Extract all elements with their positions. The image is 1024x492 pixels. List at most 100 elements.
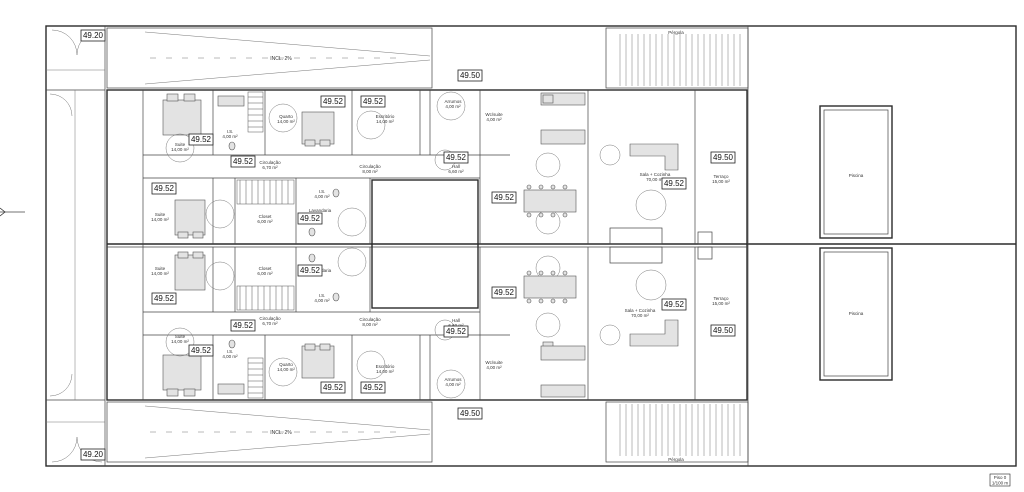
room-area: 8,00 m² bbox=[362, 322, 378, 327]
level-tag: 49.52 bbox=[443, 151, 469, 164]
level-tag: 49.52 bbox=[320, 95, 346, 108]
room-area: 14,00 m² bbox=[171, 147, 189, 152]
kitchen-lower bbox=[523, 270, 679, 398]
inner-patio bbox=[371, 179, 479, 309]
room-label: Sala + Cozinha bbox=[640, 172, 671, 177]
svg-text:49.52: 49.52 bbox=[446, 153, 467, 162]
svg-text:49.20: 49.20 bbox=[83, 31, 104, 40]
room-label: I.S. bbox=[227, 129, 234, 134]
svg-text:49.52: 49.52 bbox=[363, 97, 384, 106]
level-tag: 49.52 bbox=[230, 155, 256, 168]
svg-text:49.52: 49.52 bbox=[494, 288, 515, 297]
room-label: I.S. bbox=[319, 293, 326, 298]
svg-text:49.52: 49.52 bbox=[446, 327, 467, 336]
svg-text:49.52: 49.52 bbox=[664, 300, 685, 309]
room-area: 14,00 m² bbox=[277, 367, 295, 372]
level-tag: 49.50 bbox=[457, 407, 483, 420]
pool-label-lower: Piscina bbox=[849, 311, 864, 316]
walls-lower bbox=[143, 247, 696, 400]
level-tag: 49.52 bbox=[151, 182, 177, 195]
room-label: Circulação bbox=[359, 317, 381, 322]
walls-upper bbox=[143, 90, 696, 244]
room-label: Wc/suite bbox=[485, 360, 503, 365]
pergola-bottom bbox=[605, 401, 749, 463]
bed-lower-1 bbox=[162, 354, 202, 397]
room-area: 6,60 m² bbox=[448, 169, 464, 174]
level-tag: 49.50 bbox=[457, 69, 483, 82]
level-tag: 49.50 bbox=[710, 151, 736, 164]
wardrobe-lower bbox=[236, 285, 295, 311]
room-area: 14,00 m² bbox=[376, 119, 394, 124]
pergola-label-top: Pérgola bbox=[668, 30, 684, 35]
room-area: 4,00 m² bbox=[222, 134, 238, 139]
level-tag: 49.52 bbox=[297, 212, 323, 225]
room-label: Hall bbox=[452, 164, 460, 169]
room-area: 14,00 m² bbox=[171, 339, 189, 344]
room-label: I.S. bbox=[227, 349, 234, 354]
svg-text:49.52: 49.52 bbox=[300, 266, 321, 275]
room-label: Sala + Cozinha bbox=[625, 308, 656, 313]
bed-upper-3 bbox=[174, 199, 206, 239]
level-tag: 49.52 bbox=[188, 344, 214, 357]
room-label: Suite bbox=[155, 212, 166, 217]
sanitary-fixtures bbox=[217, 95, 340, 395]
level-tag: 49.52 bbox=[230, 319, 256, 332]
wardrobe-upper-2 bbox=[247, 91, 264, 133]
room-area: 6,60 m² bbox=[448, 323, 464, 328]
level-tag-bottom-left: 49.20 bbox=[80, 448, 106, 461]
room-label: Arrumos bbox=[444, 377, 462, 382]
room-area: 6,00 m² bbox=[257, 219, 273, 224]
room-area: 4,00 m² bbox=[314, 298, 330, 303]
pool-upper bbox=[819, 105, 893, 239]
room-area: 4,00 m² bbox=[486, 365, 502, 370]
svg-text:49.50: 49.50 bbox=[713, 153, 734, 162]
room-label: Escritório bbox=[376, 364, 395, 369]
level-tag: 49.52 bbox=[360, 381, 386, 394]
room-label: Circulação bbox=[359, 164, 381, 169]
pool-label-upper: Piscina bbox=[849, 173, 864, 178]
level-tag: 49.52 bbox=[491, 286, 517, 299]
unit-lower: Sala + Cozinha 70,00 m² Terraço 15,00 m²… bbox=[151, 264, 736, 420]
room-area: 14,00 m² bbox=[151, 271, 169, 276]
room-area: 6,00 m² bbox=[257, 271, 273, 276]
room-area: 14,00 m² bbox=[151, 217, 169, 222]
room-area: 15,00 m² bbox=[712, 179, 730, 184]
room-label: Circulação bbox=[259, 160, 281, 165]
svg-text:49.52: 49.52 bbox=[191, 346, 212, 355]
svg-text:49.20: 49.20 bbox=[83, 450, 104, 459]
room-area: 8,00 m² bbox=[362, 169, 378, 174]
pergola-top bbox=[605, 27, 749, 89]
pergola-label-bottom: Pérgola bbox=[668, 457, 684, 462]
room-label: Arrumos bbox=[444, 99, 462, 104]
room-area: 4,00 m² bbox=[314, 194, 330, 199]
room-area: 4,00 m² bbox=[445, 104, 461, 109]
room-label: Wc/suite bbox=[485, 112, 503, 117]
level-tag: 49.52 bbox=[443, 325, 469, 338]
room-area: 14,00 m² bbox=[376, 369, 394, 374]
level-tag: 49.52 bbox=[491, 191, 517, 204]
level-tag: 49.52 bbox=[360, 95, 386, 108]
entry-arrow-icon bbox=[0, 207, 6, 217]
room-label: Lavandaria bbox=[309, 208, 332, 213]
svg-text:49.52: 49.52 bbox=[233, 157, 254, 166]
room-area: 4,00 m² bbox=[445, 382, 461, 387]
level-tag: 49.52 bbox=[320, 381, 346, 394]
bed-upper-2 bbox=[301, 111, 335, 147]
pool-lower bbox=[819, 247, 893, 381]
unit-upper: Sala + Cozinha 70,00 m² Terraço 15,00 m²… bbox=[151, 69, 736, 225]
room-label: Terraço bbox=[713, 296, 729, 301]
kitchen-upper bbox=[523, 92, 679, 218]
wardrobe-lower-2 bbox=[247, 357, 264, 399]
room-label: Closet bbox=[259, 214, 273, 219]
room-label: I.S. bbox=[319, 189, 326, 194]
svg-text:49.50: 49.50 bbox=[460, 409, 481, 418]
room-label: Terraço bbox=[713, 174, 729, 179]
sheet-stamp: Piso 0 1/100 m bbox=[989, 473, 1011, 487]
room-area: 15,00 m² bbox=[712, 301, 730, 306]
room-area: 14,00 m² bbox=[277, 119, 295, 124]
level-tag: 49.52 bbox=[188, 133, 214, 146]
svg-text:49.50: 49.50 bbox=[713, 326, 734, 335]
room-label: Suite bbox=[175, 142, 186, 147]
svg-text:49.52: 49.52 bbox=[154, 184, 175, 193]
